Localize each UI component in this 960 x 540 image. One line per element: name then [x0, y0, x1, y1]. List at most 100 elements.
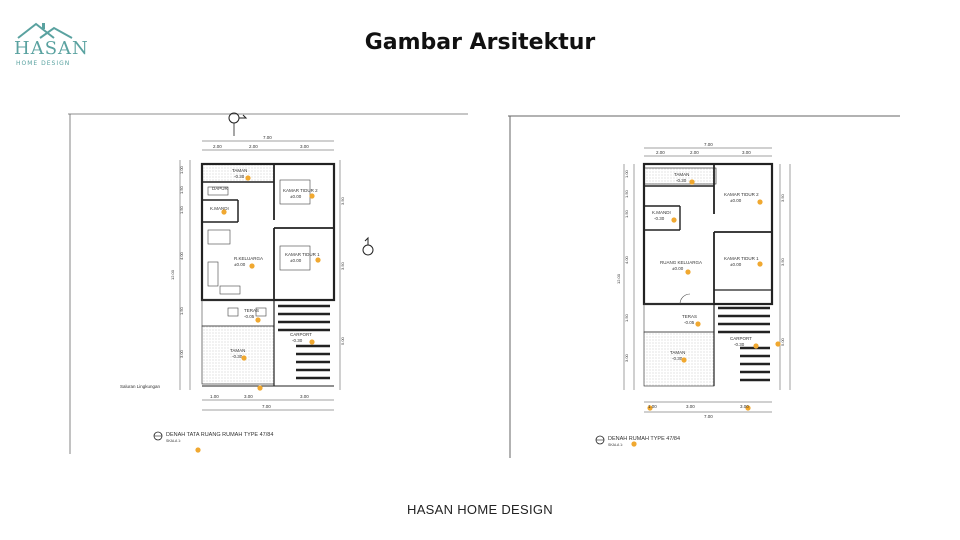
room-carport-level: -0.30	[292, 338, 303, 343]
dim-bottom-3: 3.00	[300, 394, 309, 399]
room-kamar-tidur-1: KAMAR TIDUR 1	[724, 256, 759, 261]
plan-scale: SKALA 1:	[608, 443, 623, 447]
dim-left-5: 1.50	[624, 313, 629, 322]
dim-right-2: 3.50	[340, 261, 345, 270]
floor-plan-right: 7.00 2.00 2.00 3.00 1.00 1.50 1.50 4.00 …	[508, 114, 900, 458]
dim-bottom-2: 3.00	[686, 404, 695, 409]
dim-bottom-1: 1.00	[648, 404, 657, 409]
dim-top-1: 2.00	[656, 150, 665, 155]
dim-left-3: 1.50	[624, 209, 629, 218]
room-dapur: DAPUR	[212, 186, 229, 191]
level-marker	[757, 261, 763, 267]
dim-left-2: 1.50	[624, 189, 629, 198]
level-marker	[255, 317, 261, 323]
level-marker	[309, 339, 315, 345]
dim-left-6: 3.00	[179, 349, 184, 358]
compass-icon	[153, 431, 163, 441]
dim-top-2: 2.00	[690, 150, 699, 155]
level-marker	[195, 447, 201, 453]
room-kamar-tidur-2-level: ±0.00	[290, 194, 302, 199]
room-taman-top-level: -0.30	[234, 174, 245, 179]
saluran-label: Saluran Lingkungan	[120, 384, 161, 389]
dim-top-2: 2.00	[249, 144, 258, 149]
logo-name: HASAN	[14, 38, 89, 59]
plan-scale: SKALA 1:	[166, 439, 181, 443]
room-ruang-keluarga-level: ±0.00	[672, 266, 684, 271]
dim-left-2: 1.50	[179, 185, 184, 194]
dim-right-3: 5.00	[340, 336, 345, 345]
plan-caption: DENAH TATA RUANG RUMAH TYPE 47/84	[166, 432, 273, 438]
dim-left-1: 1.00	[624, 169, 629, 178]
level-marker	[775, 341, 781, 347]
dim-right-3: 5.00	[780, 337, 785, 346]
level-marker	[757, 199, 763, 205]
compass-icon	[595, 435, 605, 445]
dim-left-total: 12.00	[616, 273, 621, 284]
page-title: Gambar Arsitektur	[364, 30, 596, 55]
room-carport: CARPORT	[290, 332, 312, 337]
dim-right-2: 3.50	[780, 257, 785, 266]
room-kamar-tidur-2-level: ±0.00	[730, 198, 742, 203]
room-teras: TERAS	[682, 314, 697, 319]
level-marker	[681, 357, 687, 363]
room-taman-bottom: TAMAN	[230, 348, 245, 353]
dim-top-total: 7.00	[263, 135, 272, 140]
level-marker	[631, 441, 637, 447]
room-carport-level: -0.30	[734, 342, 745, 347]
room-taman-bottom: TAMAN	[670, 350, 685, 355]
level-marker	[685, 269, 691, 275]
room-taman-bottom-level: -0.30	[232, 354, 243, 359]
dim-bottom-2: 3.00	[244, 394, 253, 399]
level-marker	[695, 321, 701, 327]
dim-left-4: 4.00	[624, 255, 629, 264]
level-marker	[315, 257, 321, 263]
level-marker	[245, 175, 251, 181]
room-kamar-tidur-1-level: ±0.00	[290, 258, 302, 263]
room-ruang-keluarga-level: ±0.00	[234, 262, 246, 267]
level-marker	[671, 217, 677, 223]
dim-left-6: 3.00	[624, 353, 629, 362]
room-kamar-mandi: K.MANDI	[210, 206, 229, 211]
room-kamar-mandi-level: -0.30	[654, 216, 665, 221]
room-taman-top: TAMAN	[674, 172, 689, 177]
dim-bottom-total: 7.00	[704, 414, 713, 419]
room-taman-bottom-level: -0.30	[672, 356, 683, 361]
level-marker	[689, 179, 695, 185]
logo-subtitle: HOME DESIGN	[16, 60, 71, 67]
dim-bottom-total: 7.00	[262, 404, 271, 409]
dim-top-3: 3.00	[742, 150, 751, 155]
dim-left-3: 1.50	[179, 205, 184, 214]
brand-logo: HASAN HOME DESIGN	[8, 20, 88, 76]
dim-top-3: 3.00	[300, 144, 309, 149]
floor-plan-left: 7.00 2.00 2.00 3.00 1.00 1.50 1.50 4.00 …	[68, 110, 468, 454]
level-marker	[241, 355, 247, 361]
dim-top-total: 7.00	[704, 142, 713, 147]
room-carport: CARPORT	[730, 336, 752, 341]
room-taman-top-level: -0.30	[676, 178, 687, 183]
room-kamar-mandi: K.MANDI	[652, 210, 671, 215]
room-kamar-tidur-2: KAMAR TIDUR 2	[283, 188, 318, 193]
room-taman-top: TAMAN	[232, 168, 247, 173]
dim-left-1: 1.00	[179, 165, 184, 174]
house-roof-icon	[17, 22, 73, 39]
level-marker	[221, 209, 227, 215]
level-marker	[249, 263, 255, 269]
level-marker	[753, 343, 759, 349]
level-marker	[647, 405, 653, 411]
room-ruang-keluarga: R.KELUARGA	[234, 256, 263, 261]
level-marker	[257, 385, 263, 391]
section-marker-icon	[228, 112, 248, 136]
room-kamar-tidur-1-level: ±0.00	[730, 262, 742, 267]
dim-left-total: 12.00	[170, 269, 175, 280]
dim-bottom-1: 1.00	[210, 394, 219, 399]
dim-bottom-3: 3.00	[740, 404, 749, 409]
dim-left-5: 1.50	[179, 306, 184, 315]
room-teras-level: -0.05	[244, 314, 255, 319]
dim-top-1: 2.00	[213, 144, 222, 149]
room-kamar-tidur-2: KAMAR TIDUR 2	[724, 192, 759, 197]
room-teras-level: -0.05	[684, 320, 695, 325]
room-kamar-tidur-1: KAMAR TIDUR 1	[285, 252, 320, 257]
dim-right-1: 3.50	[340, 196, 345, 205]
room-ruang-keluarga: RUANG KELUARGA	[660, 260, 702, 265]
dim-left-4: 4.00	[179, 251, 184, 260]
